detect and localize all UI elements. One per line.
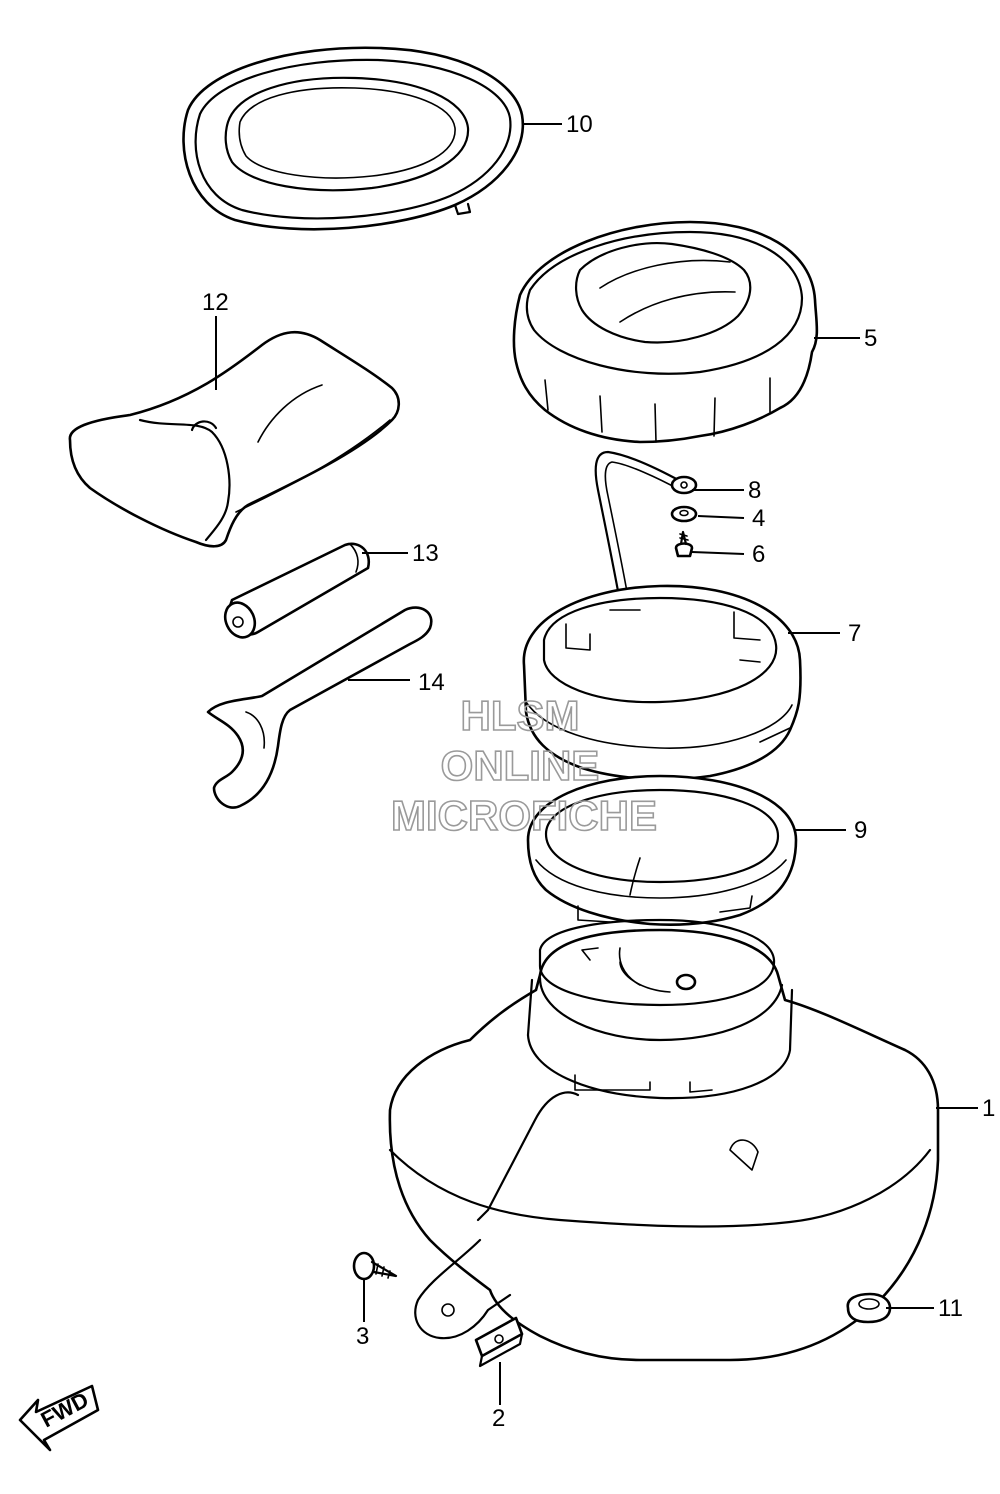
part-2-clip-nut [474,1316,524,1368]
part-10-lid-gasket [182,46,525,231]
part-5-filler-cap [512,220,819,444]
callout-7: 7 [848,620,861,647]
callout-3: 3 [356,1323,369,1350]
part-3-screw [352,1251,398,1281]
watermark-line-1: HLSM [461,692,580,739]
part-13-cylinder [223,542,371,639]
callout-12: 12 [202,289,229,316]
callout-14: 14 [418,669,445,696]
leader-lines [215,123,978,1405]
part-9-seal-ring [526,774,798,926]
callout-13: 13 [412,540,439,567]
callout-2: 2 [492,1405,505,1432]
part-7-locking-ring [522,584,802,781]
watermark: HLSM ONLINE MICROFICHE [390,691,658,840]
part-11-grommet [846,1292,892,1324]
watermark-line-2: ONLINE [441,742,600,789]
callout-8: 8 [748,477,761,504]
callout-labels: 1 2 3 4 5 6 7 8 9 10 11 12 13 14 [202,111,995,1432]
callout-6: 6 [752,541,765,568]
part-14-spanner-wrench [206,606,433,809]
callout-5: 5 [864,325,877,352]
fwd-arrow-icon: FWD [18,1384,100,1452]
callout-1: 1 [982,1095,995,1122]
callout-10: 10 [566,111,593,138]
part-1-fuel-tank [388,918,940,1362]
callout-9: 9 [854,817,867,844]
watermark-line-3: MICROFICHE [391,792,657,839]
callout-11: 11 [938,1295,963,1322]
part-12-tool-bag [68,330,401,548]
part-4-washer [670,505,698,523]
part-6-screw [674,530,694,558]
callout-4: 4 [752,505,765,532]
